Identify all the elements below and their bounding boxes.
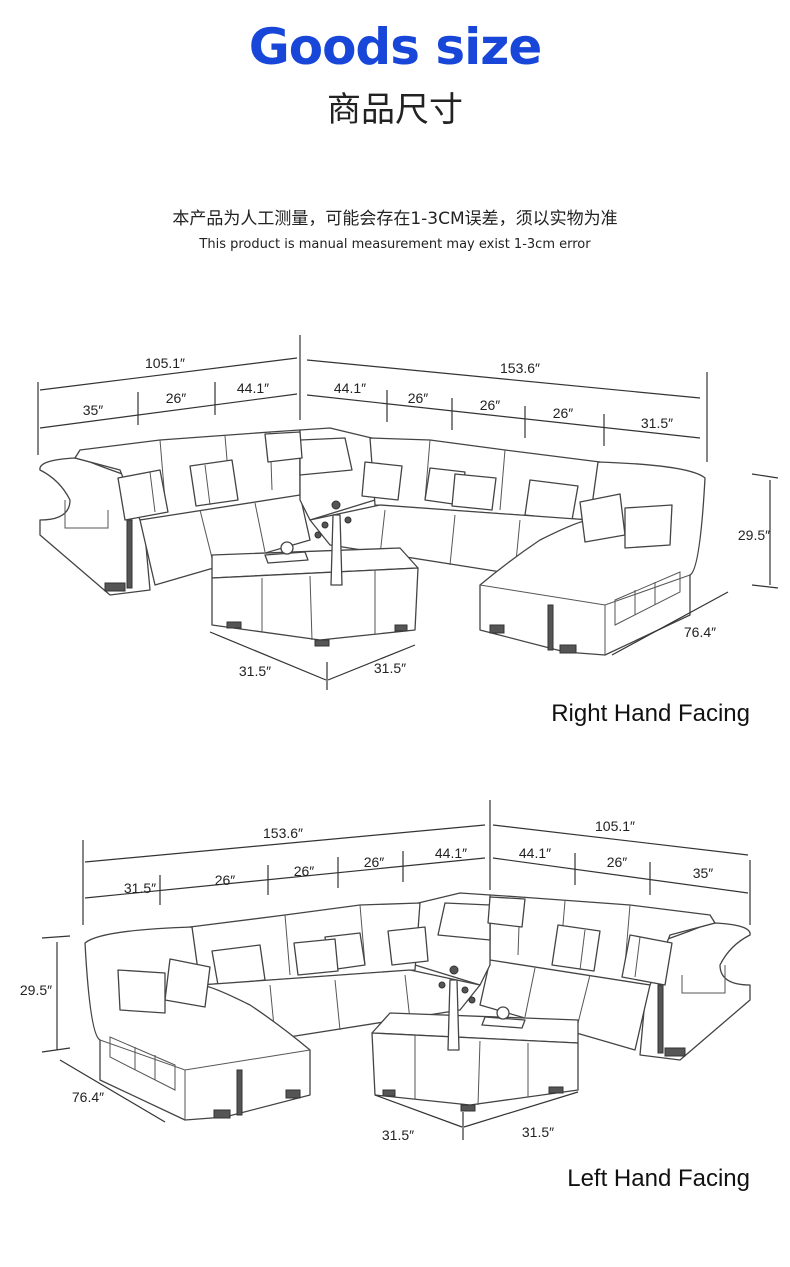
right-facing-right-total: 153.6″ [500, 360, 540, 376]
measurement-note-en: This product is manual measurement may e… [199, 237, 591, 252]
right-facing-sofa-sketch [39, 427, 706, 656]
right-facing-height: 29.5″ [737, 527, 771, 543]
right-facing-right-segment: 26″ [407, 390, 429, 406]
right-facing-table-depth: 31.5″ [373, 660, 407, 676]
left-facing-caption: Left Hand Facing [567, 1165, 750, 1192]
right-facing-chaise-depth: 76.4″ [683, 624, 717, 640]
left-facing-table-depth: 31.5″ [521, 1124, 555, 1140]
left-facing-left-segment: 26″ [214, 872, 236, 888]
right-facing-table-width: 31.5″ [238, 663, 272, 679]
right-facing-caption: Right Hand Facing [551, 700, 750, 727]
right-facing-right-segment: 31.5″ [640, 415, 674, 431]
page-title: Goods size [248, 18, 543, 76]
left-facing-left-segment: 44.1″ [434, 845, 468, 861]
left-facing-right-segment: 35″ [692, 865, 714, 881]
right-facing-dimension-lines [37, 335, 779, 690]
left-facing-chaise-depth: 76.4″ [71, 1089, 105, 1105]
left-facing-table-width: 31.5″ [381, 1127, 415, 1143]
left-facing-right-segment: 44.1″ [518, 845, 552, 861]
left-facing-left-segment: 26″ [363, 854, 385, 870]
left-facing-dimension-lines [41, 800, 751, 1140]
right-facing-left-segment: 26″ [165, 390, 187, 406]
left-facing-sofa-sketch [84, 892, 751, 1121]
left-facing-left-total: 153.6″ [263, 825, 303, 841]
left-facing-left-segment: 26″ [293, 863, 315, 879]
right-facing-right-segment: 44.1″ [333, 380, 367, 396]
right-facing-right-segment: 26″ [552, 405, 574, 421]
page-subtitle: 商品尺寸 [327, 90, 463, 130]
right-facing-left-total: 105.1″ [145, 355, 185, 371]
left-facing-height: 29.5″ [19, 982, 53, 998]
right-facing-left-segment: 44.1″ [236, 380, 270, 396]
left-facing-left-segment: 31.5″ [123, 880, 157, 896]
left-facing-right-segment: 26″ [606, 854, 628, 870]
left-facing-right-total: 105.1″ [595, 818, 635, 834]
right-facing-right-segment: 26″ [479, 397, 501, 413]
measurement-note-cn: 本产品为人工测量，可能会存在1-3CM误差，须以实物为准 [172, 209, 618, 229]
right-facing-left-segment: 35″ [82, 402, 104, 418]
